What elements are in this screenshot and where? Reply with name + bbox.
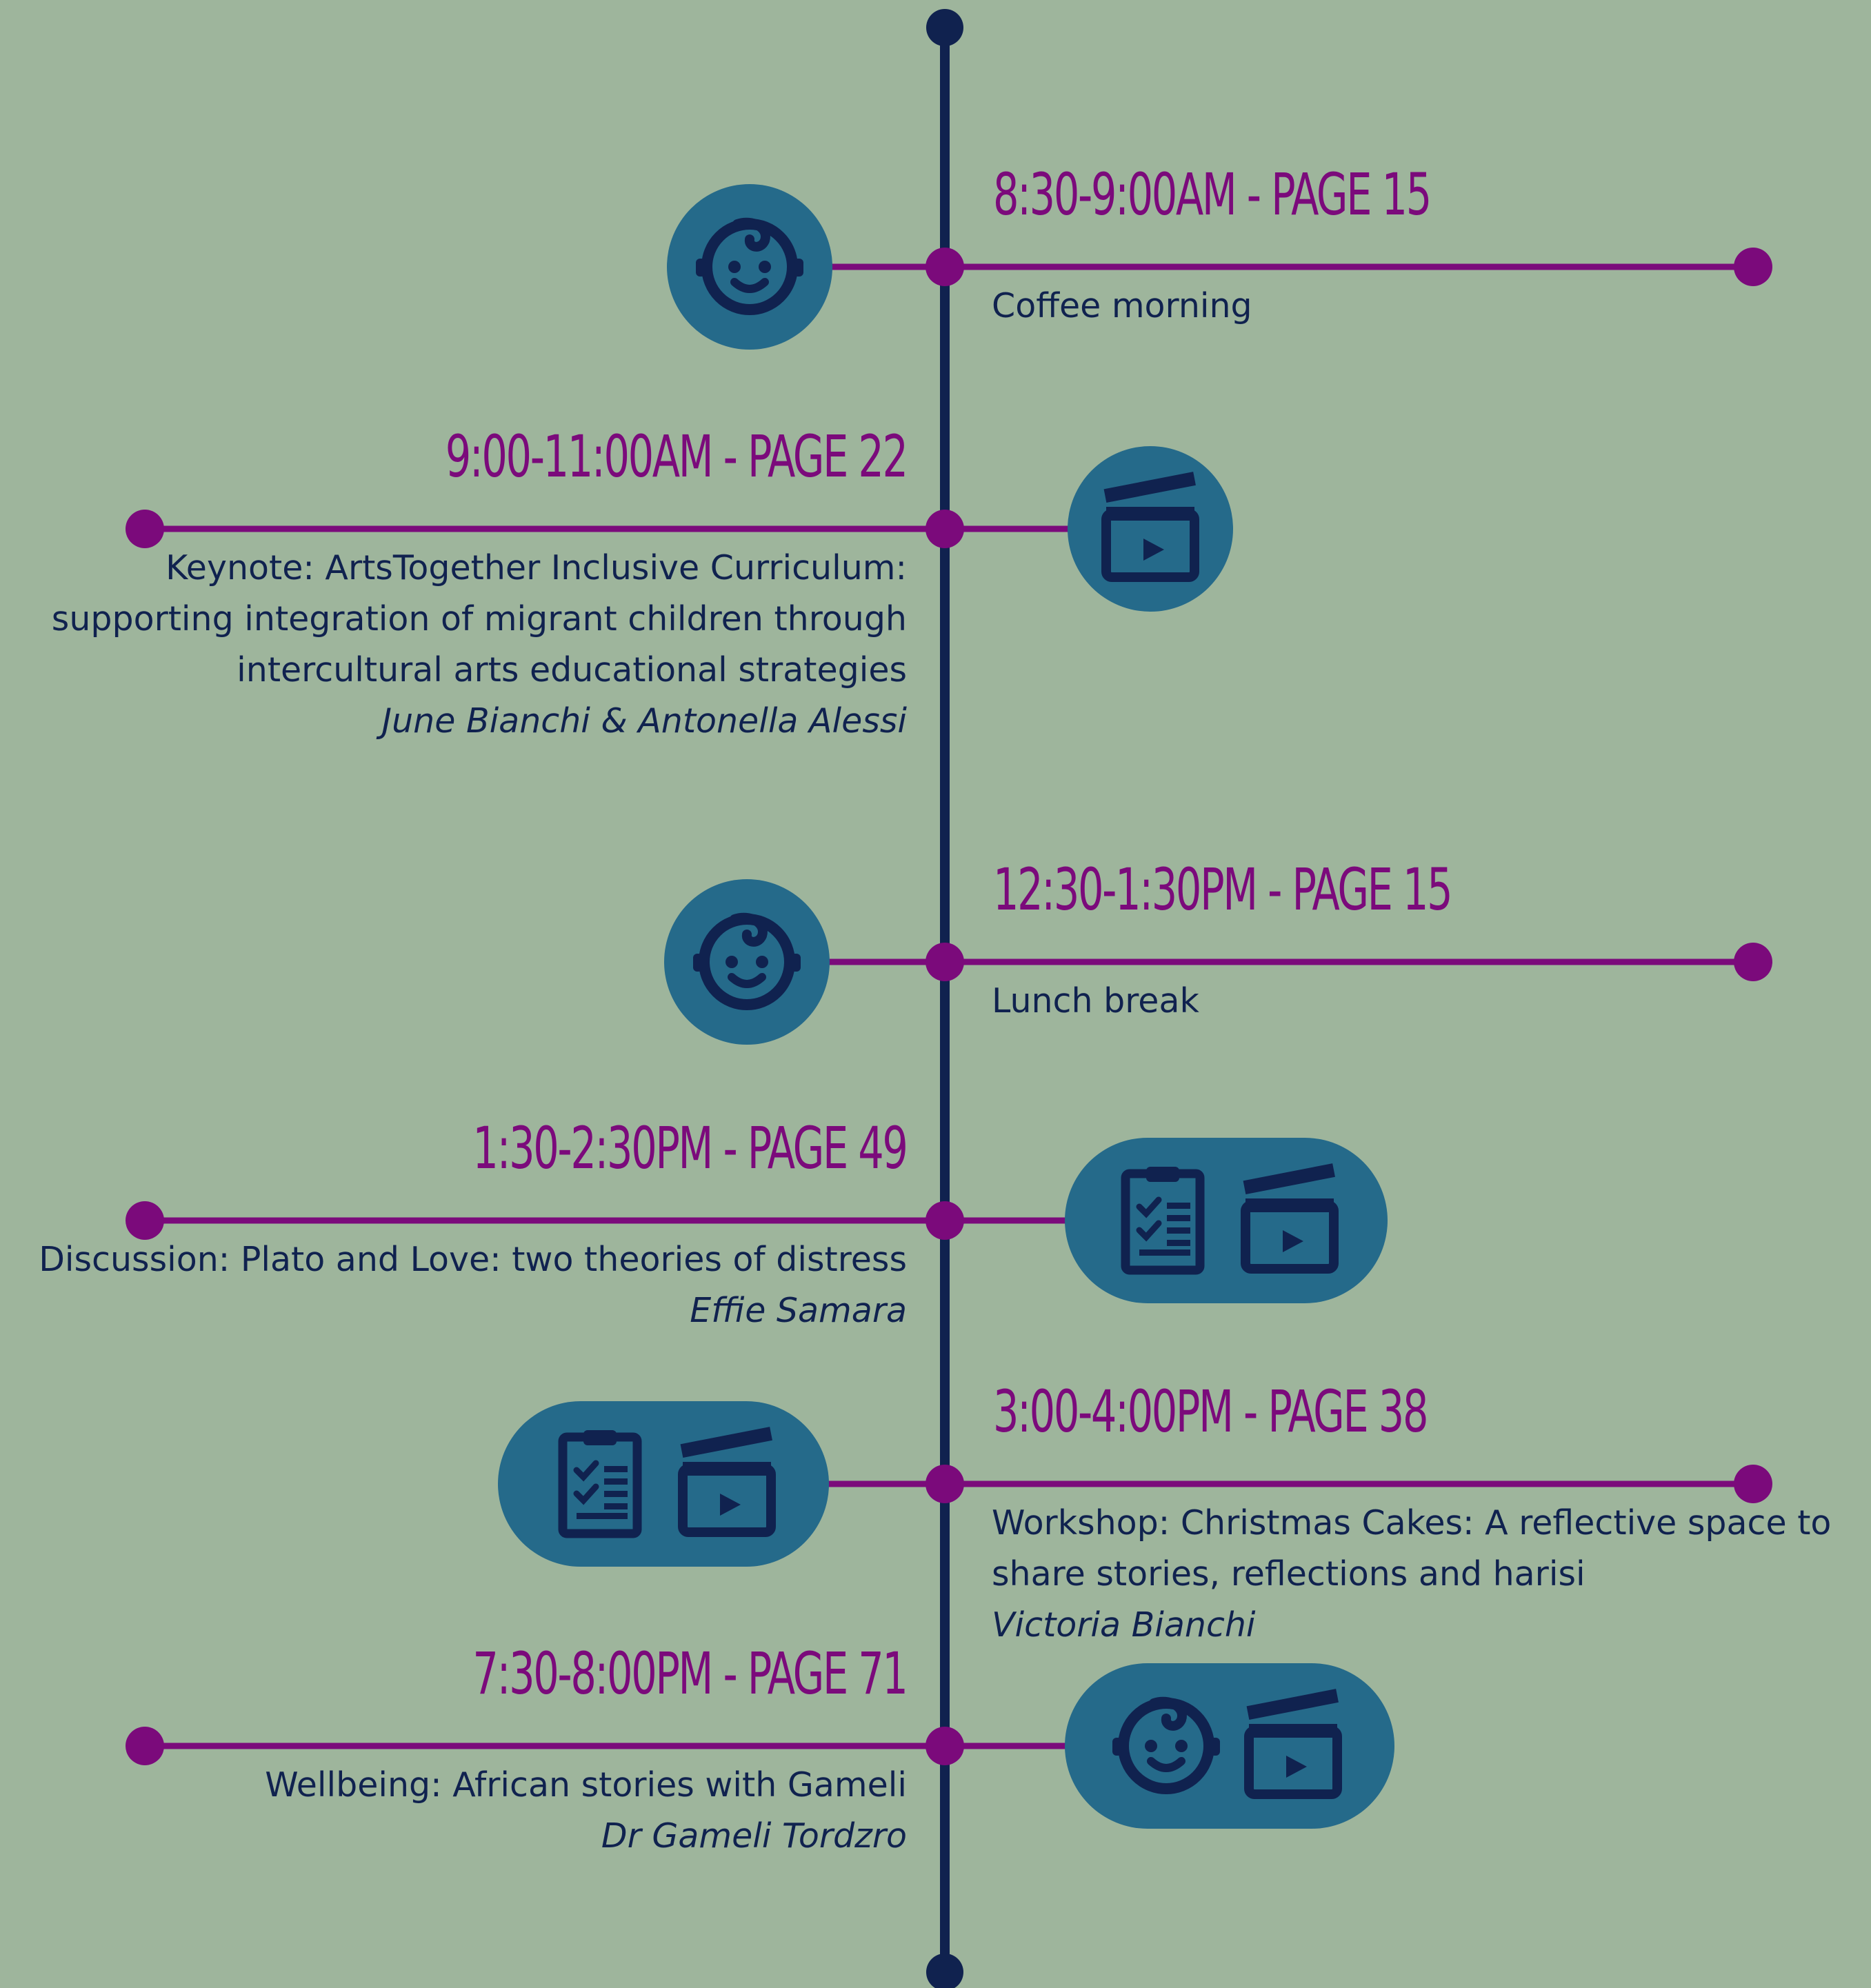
event-description-line: Keynote: ArtsTogether Inclusive Curricul…: [166, 548, 907, 588]
event-node-dot: [926, 1201, 964, 1240]
event-time: 3:00-4:00PM - PAGE 38: [993, 1378, 1428, 1445]
event-end-dot: [1734, 1465, 1772, 1503]
event-speaker: June Bianchi & Antonella Alessi: [381, 701, 907, 741]
event-node-dot: [926, 248, 964, 286]
event-node-dot: [926, 1465, 964, 1503]
event-description-line: intercultural arts educational strategie…: [237, 650, 907, 690]
event-end-dot: [1734, 248, 1772, 286]
event-icon-badge: [664, 879, 830, 1045]
event-description: Coffee morning: [992, 281, 1252, 332]
event-end-dot: [126, 1201, 164, 1240]
event-icon-badge: [1068, 446, 1233, 612]
event-speaker: Victoria Bianchi: [992, 1605, 1256, 1645]
event-description: Workshop: Christmas Cakes: A reflective …: [992, 1498, 1831, 1651]
spine-top-cap: [926, 9, 963, 46]
event-time: 12:30-1:30PM - PAGE 15: [993, 856, 1453, 923]
event-icon-badge: [667, 184, 832, 350]
event-time: 1:30-2:30PM - PAGE 49: [472, 1114, 908, 1182]
event-end-dot: [126, 1727, 164, 1765]
event-description-line: share stories, reflections and harisi: [992, 1554, 1585, 1594]
event-node-dot: [926, 1727, 964, 1765]
event-icon-badge: [498, 1401, 829, 1567]
event-time: 8:30-9:00AM - PAGE 15: [993, 161, 1432, 228]
event-icon-badge: [1065, 1138, 1388, 1303]
timeline-graphics: [126, 9, 1772, 1988]
event-speaker: Effie Samara: [690, 1291, 907, 1330]
event-description: Keynote: ArtsTogether Inclusive Curricul…: [52, 543, 907, 747]
event-description-line: Discussion: Plato and Love: two theories…: [39, 1240, 907, 1279]
spine-bottom-cap: [926, 1954, 963, 1988]
event-description: Lunch break: [992, 976, 1199, 1027]
event-end-dot: [126, 510, 164, 548]
event-speaker: Dr Gameli Tordzro: [601, 1816, 907, 1856]
event-description-line: Coffee morning: [992, 286, 1252, 325]
event-time: 9:00-11:00AM - PAGE 22: [445, 423, 908, 490]
event-description-line: Lunch break: [992, 981, 1199, 1021]
event-node-dot: [926, 943, 964, 981]
event-description: Discussion: Plato and Love: two theories…: [39, 1234, 907, 1336]
event-description-line: supporting integration of migrant childr…: [51, 599, 907, 639]
event-node-dot: [926, 510, 964, 548]
event-time: 7:30-8:00PM - PAGE 71: [472, 1640, 908, 1707]
event-description-line: Workshop: Christmas Cakes: A reflective …: [992, 1503, 1832, 1543]
event-description-line: Wellbeing: African stories with Gameli: [265, 1765, 907, 1805]
event-end-dot: [1734, 943, 1772, 981]
